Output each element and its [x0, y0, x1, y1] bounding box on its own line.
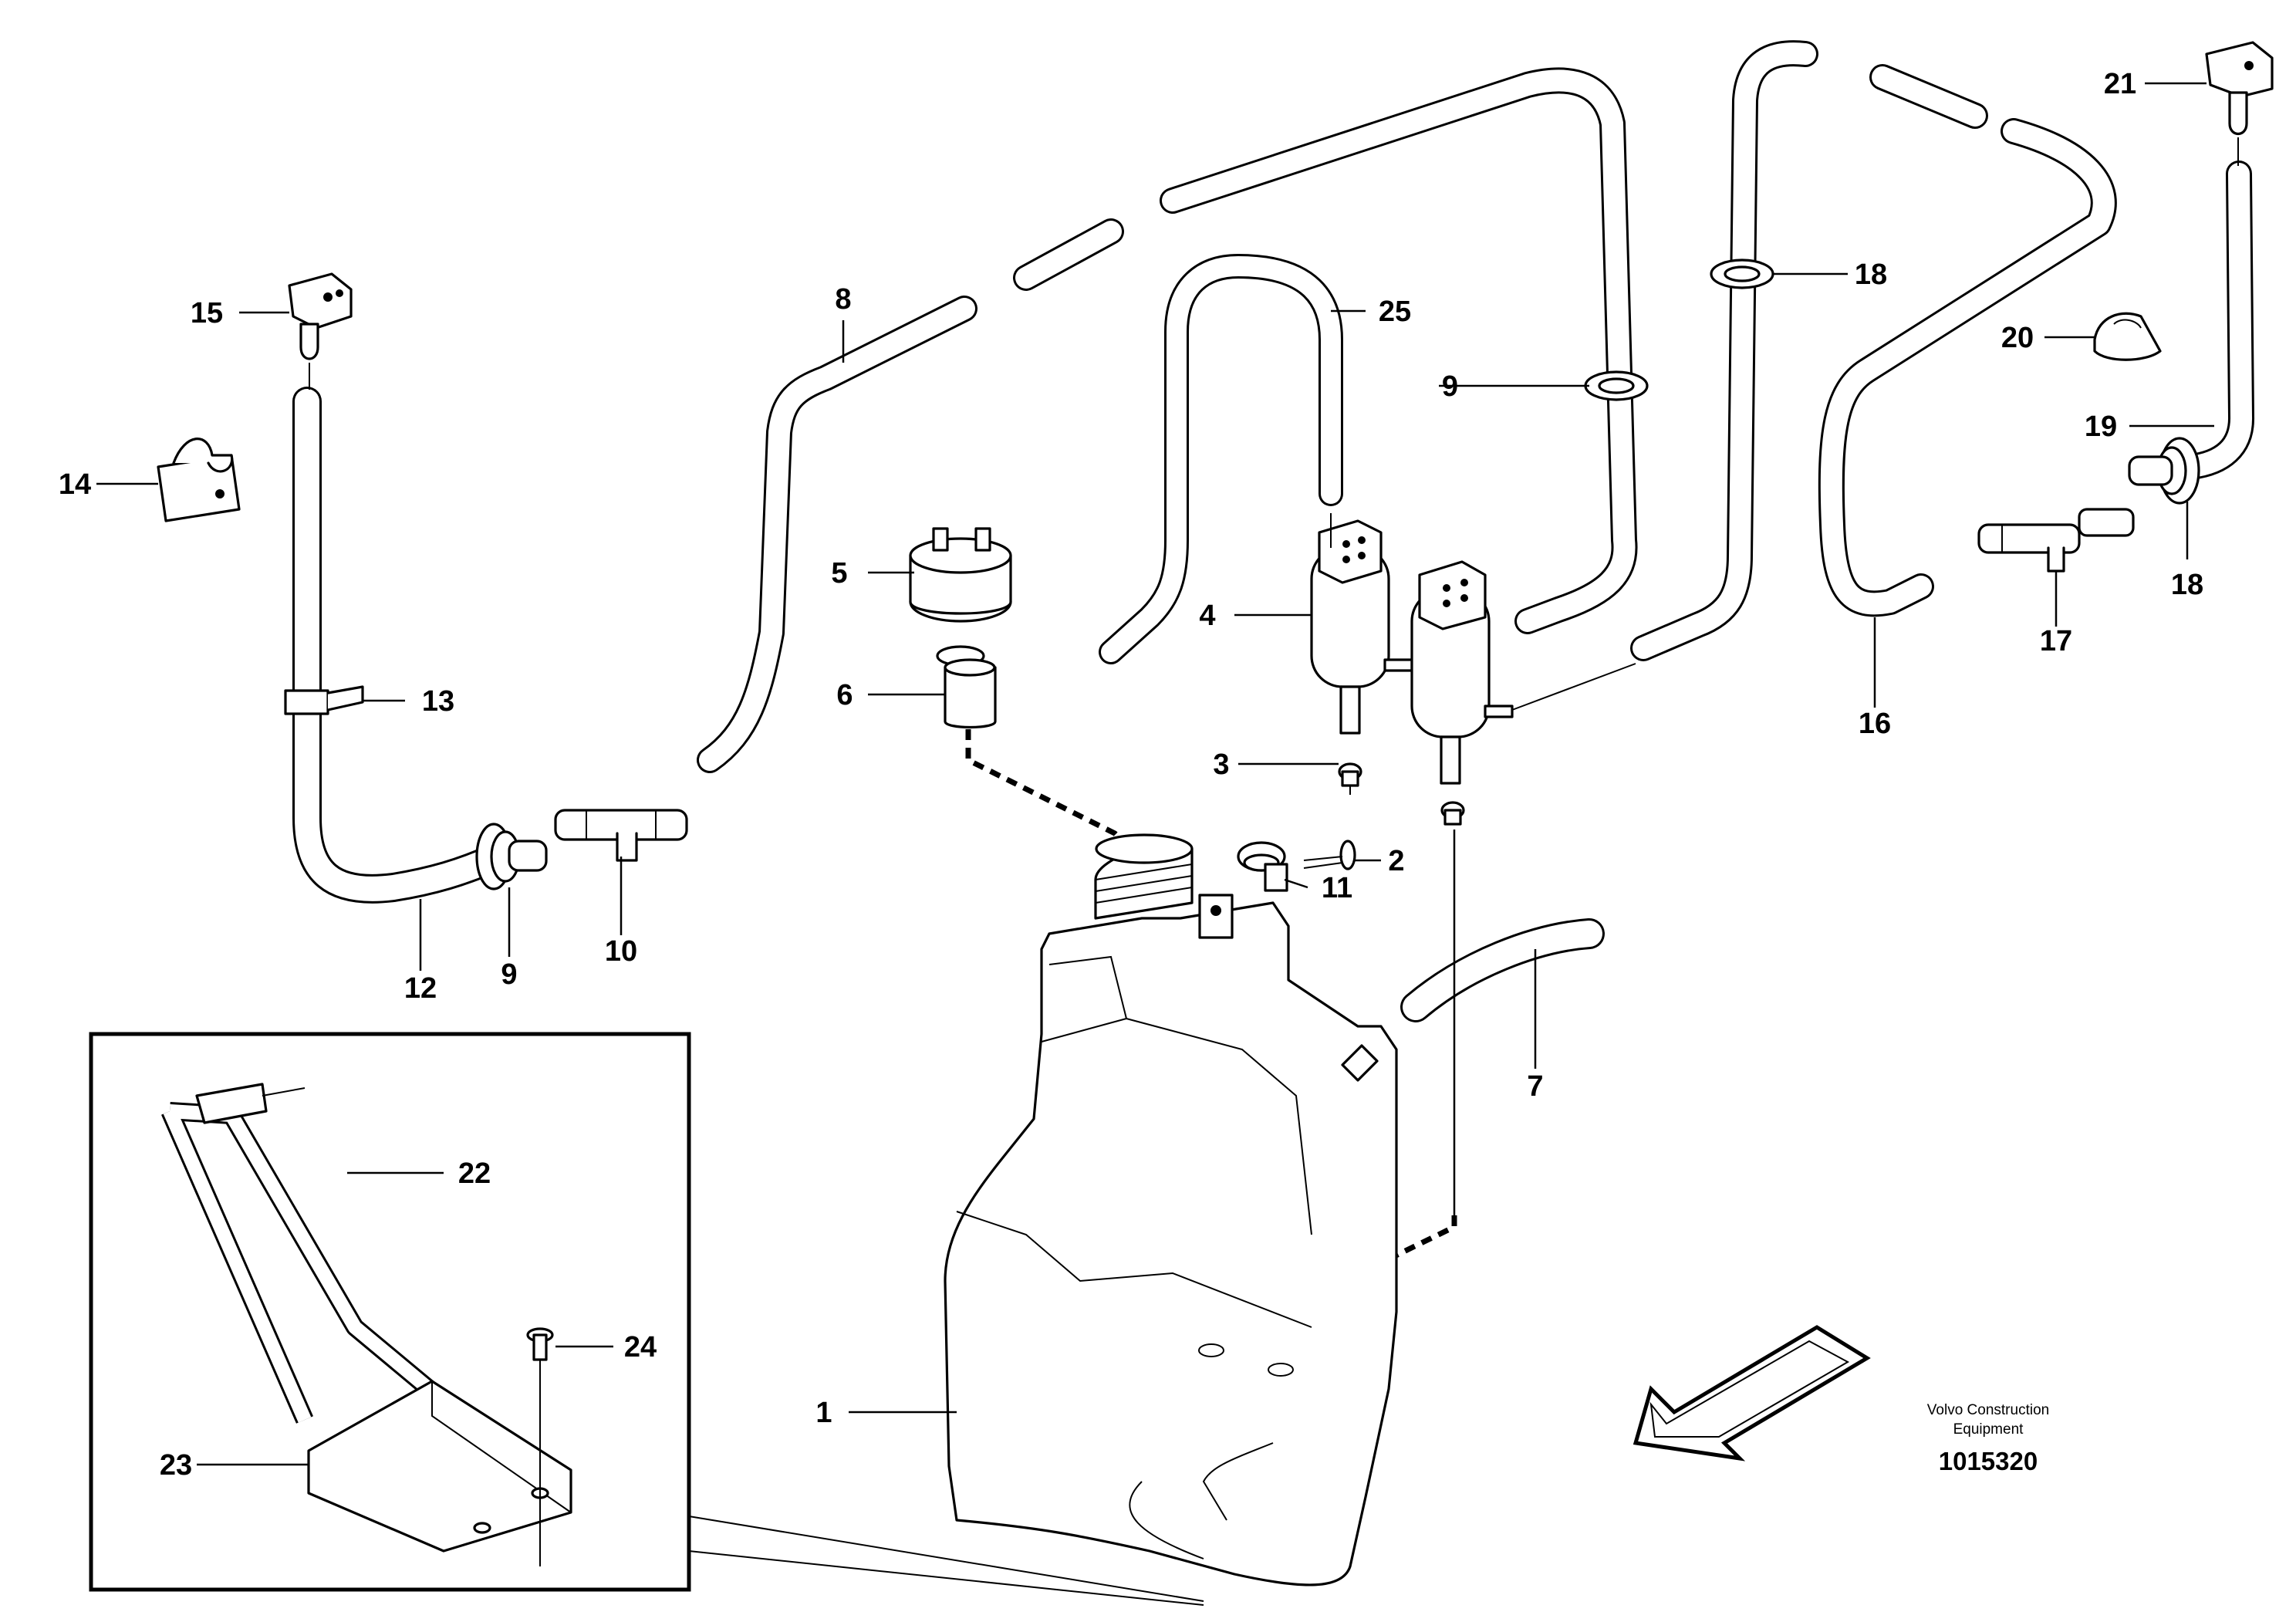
callout-23: 23: [160, 1449, 192, 1482]
clip-13: [284, 685, 364, 715]
callout-11: 11: [1322, 872, 1352, 904]
callout-6: 6: [836, 679, 853, 711]
t-connector-10: [554, 809, 688, 862]
grommet-9-right: [1584, 370, 1649, 401]
callout-1: 1: [815, 1397, 832, 1429]
callout-3: 3: [1213, 748, 1229, 781]
washer-pump: [1410, 560, 1636, 785]
filler-cap-5: [909, 527, 1012, 623]
document-number: 1015320: [1939, 1447, 2038, 1475]
credit-block: Volvo Construction Equipment 1015320: [1927, 1402, 2049, 1475]
callout-2: 2: [1388, 845, 1404, 877]
clip-14: [157, 438, 241, 522]
grommet: [1440, 801, 1465, 826]
bracket-22: [161, 1083, 546, 1489]
detail-inset-frame: [89, 1032, 691, 1592]
callout-18-top: 18: [1855, 259, 1887, 291]
credit-line-2: Equipment: [1953, 1421, 2024, 1438]
callout-4: 4: [1199, 600, 1215, 632]
hose-clamp-11: [1237, 841, 1288, 892]
callout-9-left: 9: [501, 958, 517, 991]
callout-21: 21: [2104, 68, 2136, 100]
hose-25: [1099, 253, 1343, 664]
callout-15: 15: [191, 297, 223, 329]
nozzle-15: [288, 272, 353, 390]
grommet-18-right: [2128, 437, 2200, 505]
hose-8: [697, 67, 1638, 773]
washer-pump-4: [1310, 513, 1413, 735]
callout-9-right: 9: [1442, 370, 1458, 403]
cap-20: [2093, 312, 2162, 361]
callout-24: 24: [624, 1331, 657, 1363]
bolt-24: [526, 1327, 554, 1566]
callout-7: 7: [1527, 1070, 1543, 1103]
washer-tank-1: [944, 833, 1398, 1587]
callout-25: 25: [1379, 296, 1411, 328]
callout-labels: 1 2 3 4 5 6 7 8 9 9 10 11 12 13 14 15 16…: [59, 68, 2203, 1482]
callout-10: 10: [605, 935, 637, 968]
hose-7: [1400, 918, 1605, 1022]
grommet-3: [1338, 762, 1362, 795]
callout-16: 16: [1859, 708, 1891, 740]
screw-2: [1303, 840, 1356, 870]
hose-12: [292, 387, 508, 904]
callout-19: 19: [2085, 411, 2117, 443]
grommet-9-left: [475, 823, 548, 890]
grommet-18-top: [1710, 259, 1774, 289]
credit-line-1: Volvo Construction: [1927, 1402, 2049, 1418]
direction-arrow: [1633, 1325, 1871, 1461]
callout-8: 8: [835, 283, 851, 316]
callout-14: 14: [59, 468, 91, 501]
callout-12: 12: [404, 972, 437, 1005]
callout-5: 5: [831, 557, 847, 590]
callout-18-right: 18: [2171, 569, 2203, 601]
leader-lines: [96, 82, 2214, 1466]
mounting-plate-23: [307, 1380, 572, 1553]
strainer-6: [936, 645, 997, 729]
hose-16: [1630, 40, 2117, 661]
callout-20: 20: [2001, 322, 2034, 354]
t-connector-17: [1977, 508, 2135, 573]
callout-13: 13: [422, 685, 454, 718]
callout-17: 17: [2040, 625, 2072, 657]
callout-22: 22: [458, 1157, 491, 1190]
nozzle-21: [2205, 41, 2274, 166]
